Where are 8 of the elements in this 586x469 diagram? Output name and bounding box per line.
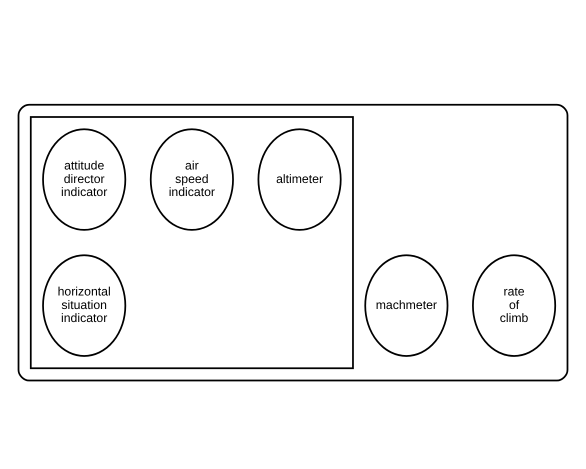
node-ellipse: machmeter: [364, 254, 448, 357]
node-ellipse: air speed indicator: [150, 128, 234, 231]
cluster: [18, 104, 568, 382]
cluster: [30, 116, 354, 370]
node-ellipse: horizontal situation indicator: [42, 254, 126, 357]
node-ellipse: altimeter: [258, 128, 342, 231]
node-ellipse: rate of climb: [472, 254, 556, 357]
node-ellipse: attitude director indicator: [42, 128, 126, 231]
